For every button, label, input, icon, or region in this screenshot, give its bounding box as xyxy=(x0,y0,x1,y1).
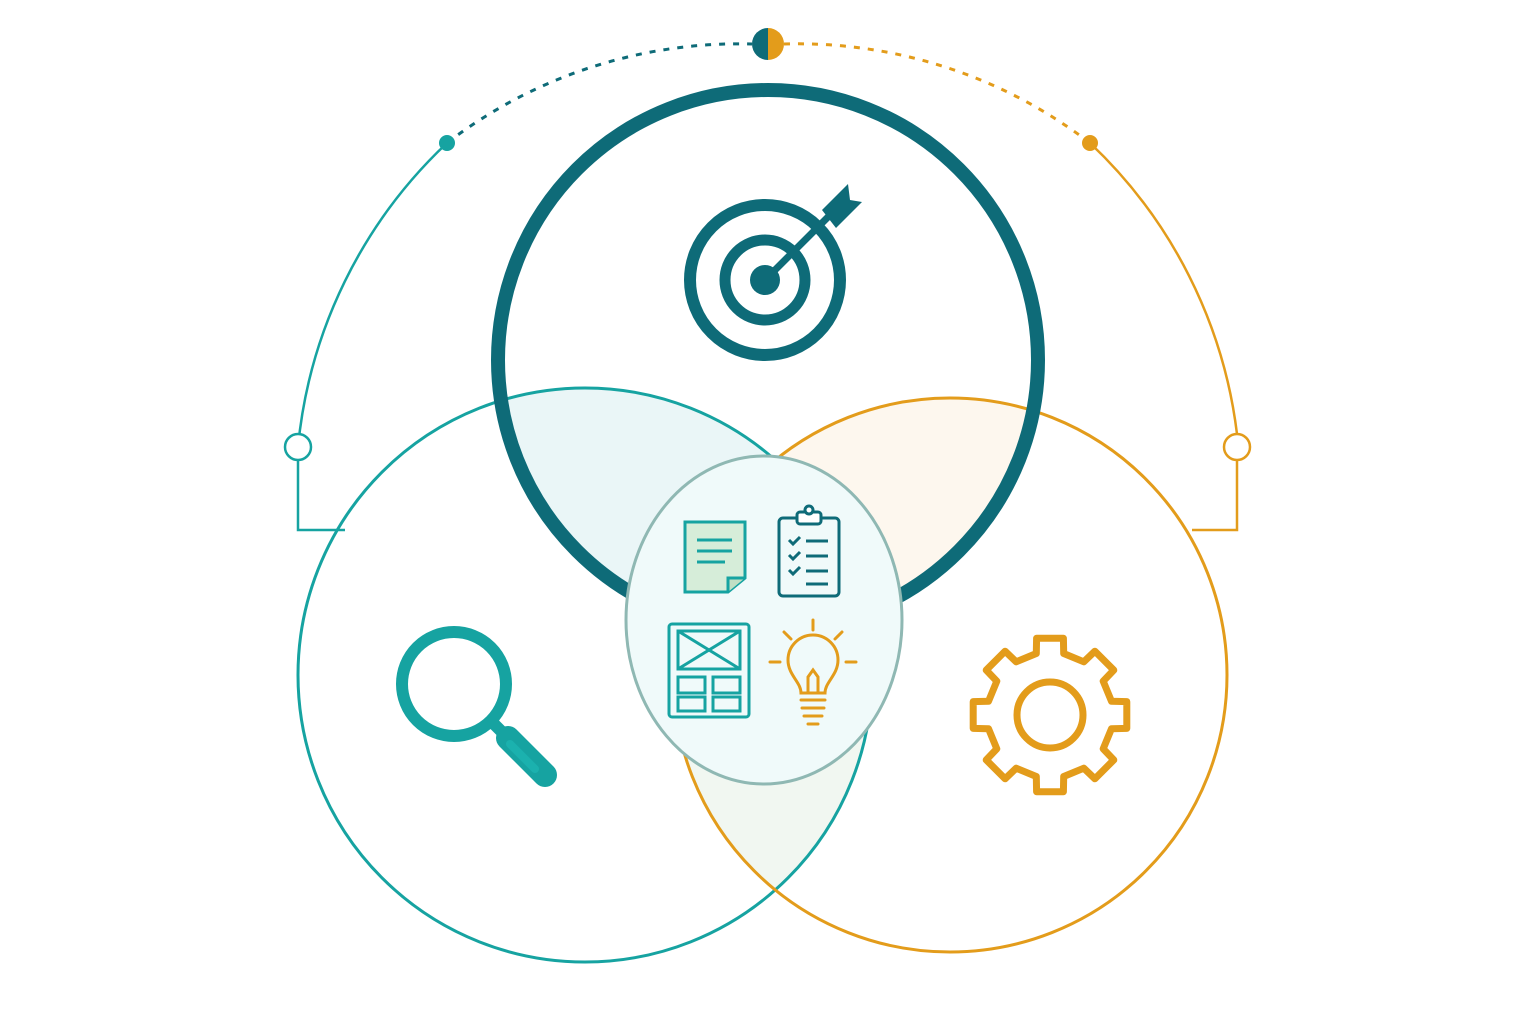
left-node-ring xyxy=(283,432,313,462)
center-ellipse xyxy=(624,454,904,786)
right-arc-connector xyxy=(1089,142,1239,435)
gear-icon xyxy=(969,634,1131,796)
right-node-dot xyxy=(1082,135,1098,151)
gear-hub xyxy=(1013,678,1087,752)
clipboard-checklist-icon xyxy=(777,504,841,598)
left-node-dot xyxy=(439,135,455,151)
top-split-node xyxy=(752,28,784,60)
lightbulb-icon xyxy=(768,618,858,726)
gear-outline xyxy=(969,634,1131,796)
right-node-ring xyxy=(1222,432,1252,462)
sticky-note-icon xyxy=(683,520,747,594)
left-arc-connector xyxy=(296,142,448,448)
right-dotted-arc xyxy=(783,42,1091,145)
left-dotted-arc xyxy=(446,42,753,145)
wireframe-icon xyxy=(667,622,751,719)
right-elbow-connector xyxy=(1192,461,1239,532)
target-arrow-icon xyxy=(684,184,862,361)
left-elbow-connector xyxy=(296,461,345,532)
magnifier-icon xyxy=(396,626,557,787)
